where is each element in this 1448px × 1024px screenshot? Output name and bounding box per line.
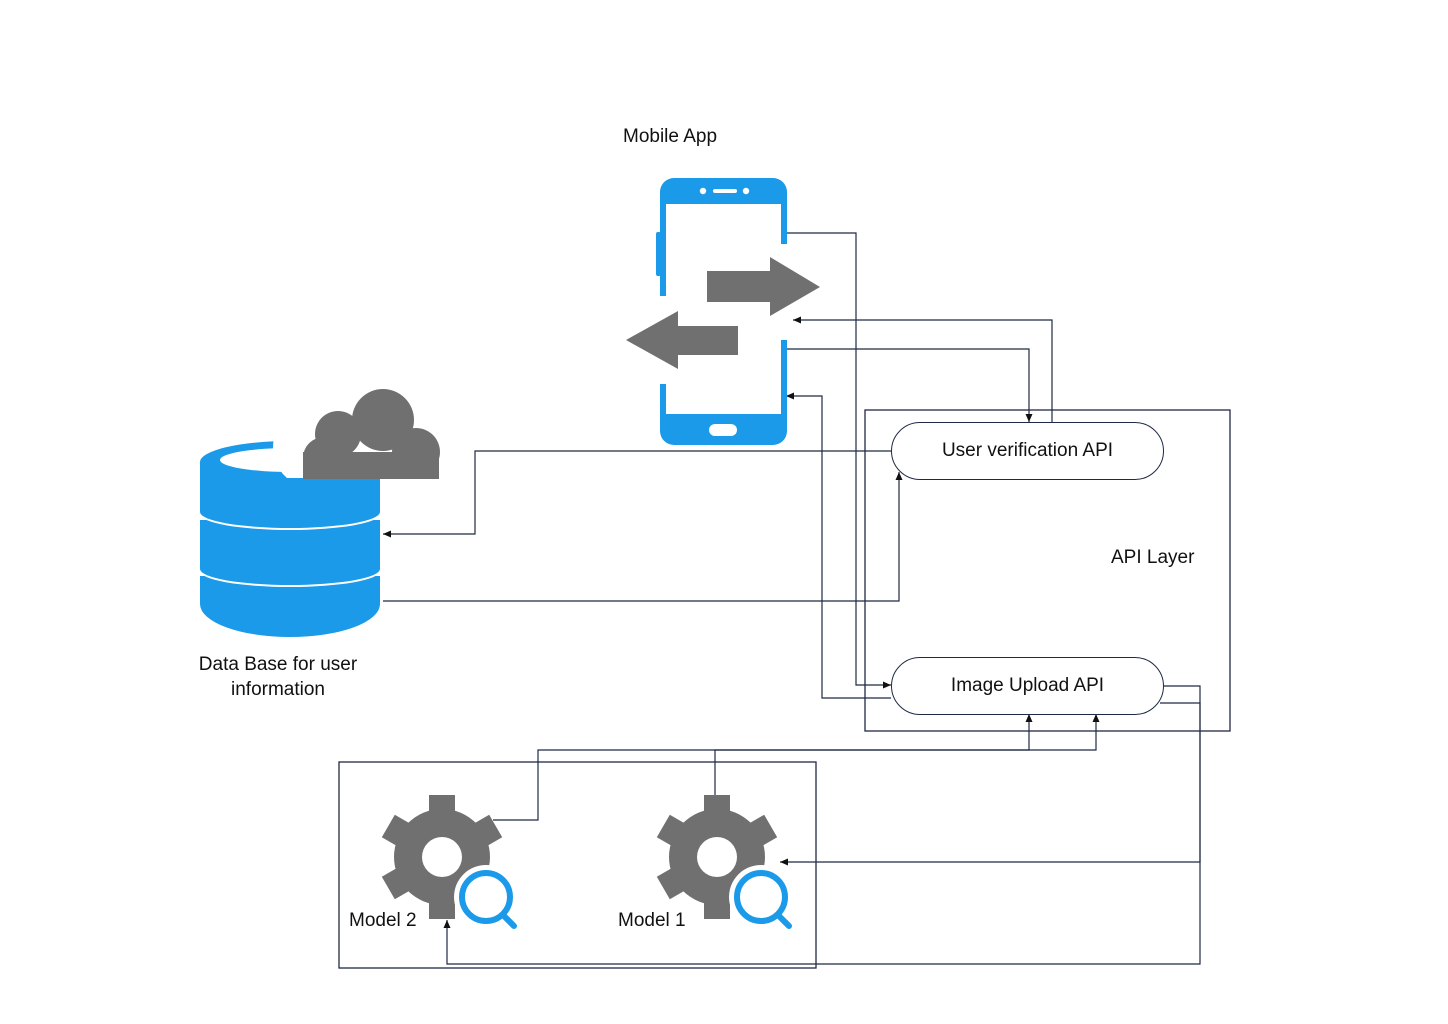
gear-search-icon — [381, 795, 522, 934]
edge-database-to-user-verification — [383, 472, 903, 602]
edge-image-upload-to-model2 — [443, 702, 1201, 965]
model-1-label: Model 1 — [618, 910, 686, 931]
edge-user-verification-to-app — [793, 316, 1053, 422]
api-layer-box — [864, 409, 1231, 732]
edge-app-to-user-verification — [786, 348, 1033, 422]
database-label-line1: Data Base for user — [198, 654, 358, 675]
image-upload-api-node[interactable]: Image Upload API — [891, 657, 1164, 715]
gear-search-icon — [656, 795, 797, 934]
edge-app-to-image-upload — [786, 232, 891, 689]
database-label: Data Base for user information — [178, 654, 378, 701]
cloud-database-icon — [200, 371, 457, 637]
edge-image-upload-to-app — [786, 392, 891, 699]
models-box — [338, 761, 817, 969]
database-label-line2: information — [231, 679, 325, 700]
mobile-app-label: Mobile App — [623, 126, 718, 147]
user-verification-api-node[interactable]: User verification API — [891, 422, 1164, 480]
user-verification-api-label: User verification API — [941, 440, 1114, 461]
api-layer-label: API Layer — [1111, 547, 1195, 568]
edge-model2-to-image-upload — [493, 714, 1033, 821]
smartphone-transfer-icon — [626, 178, 820, 445]
edge-model1-to-image-upload — [714, 714, 1100, 797]
edge-user-verification-to-database — [383, 450, 891, 538]
model-2-label: Model 2 — [349, 910, 417, 931]
image-upload-api-label: Image Upload API — [950, 675, 1105, 696]
